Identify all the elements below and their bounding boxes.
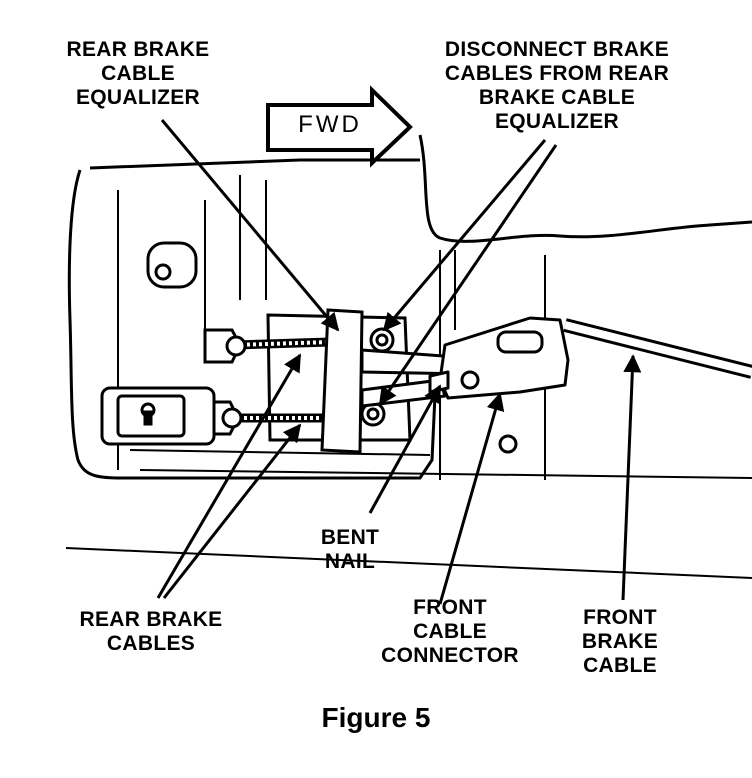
label-line: REAR BRAKE (66, 38, 210, 61)
label-bent-nail: BENT NAIL (300, 526, 400, 574)
label-line: BENT (320, 526, 380, 549)
label-line: FRONT (413, 596, 487, 619)
label-line: FRONT (583, 606, 657, 629)
label-line: DISCONNECT BRAKE (444, 38, 670, 61)
label-rear-brake-cable-equalizer: REAR BRAKE CABLE EQUALIZER (40, 38, 236, 110)
left-connector-block (100, 386, 216, 446)
fwd-arrow (266, 85, 413, 168)
label-line: BRAKE (581, 630, 659, 653)
label-line: CABLES FROM REAR (444, 62, 670, 85)
front-brake-cable-drawing (563, 318, 752, 379)
label-line: CABLE (101, 62, 175, 85)
leader-arrows (156, 119, 642, 605)
label-line: REAR BRAKE (79, 608, 223, 631)
label-front-brake-cable: FRONT BRAKE CABLE (560, 606, 680, 678)
rear-brake-cables-drawing (232, 337, 331, 423)
label-line: BRAKE CABLE (478, 86, 636, 109)
fwd-label: FWD (298, 111, 362, 138)
label-line: CABLE (583, 654, 657, 677)
vehicle-underbody (65, 134, 752, 579)
figure-caption: Figure 5 (321, 702, 431, 733)
label-line: EQUALIZER (494, 110, 620, 133)
label-disconnect-note: DISCONNECT BRAKE CABLES FROM REAR BRAKE … (412, 38, 702, 134)
label-line: CABLE (413, 620, 487, 643)
equalizer-bar (320, 308, 395, 454)
label-line: NAIL (324, 550, 376, 573)
label-rear-brake-cables: REAR BRAKE CABLES (56, 608, 246, 656)
front-cable-connector-drawing (360, 316, 570, 408)
label-line: CONNECTOR (381, 644, 519, 667)
label-line: CABLES (106, 632, 196, 655)
label-line: EQUALIZER (75, 86, 201, 109)
label-front-cable-connector: FRONT CABLE CONNECTOR (370, 596, 530, 668)
